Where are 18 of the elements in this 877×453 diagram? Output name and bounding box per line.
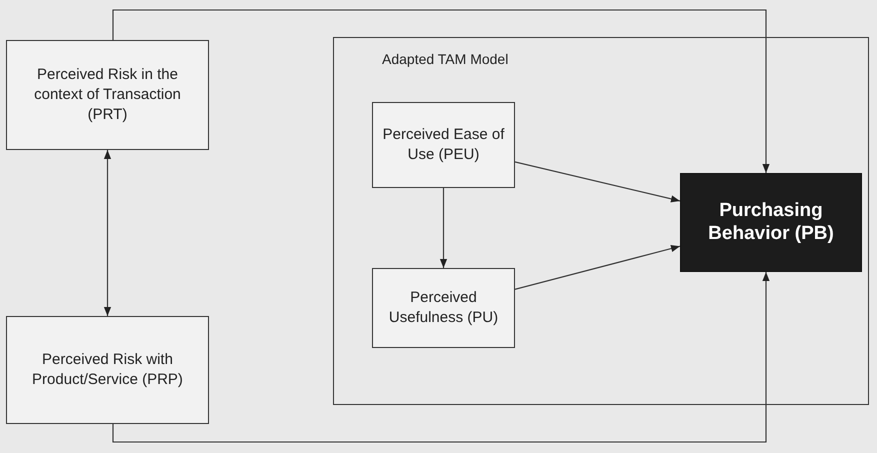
box-label: Perceived Ease of Use (PEU) [382,124,506,165]
concept-box [6,40,209,150]
arrow [104,150,112,316]
construct-box [372,268,515,348]
frame-heading: Adapted TAM Model [382,50,508,69]
arrow [440,188,448,268]
box-label: Perceived Risk in the context of Transaction (PRT) [33,64,182,126]
concept-box [6,316,209,424]
box-label: Purchasing Behavior (PB) [707,200,835,246]
arrow [514,245,680,290]
arrow [514,161,680,202]
arrow [112,272,770,443]
box-label: Perceived Usefulness (PU) [388,288,500,328]
construct-box [372,102,515,188]
model-frame [333,37,869,405]
outcome-box [680,173,862,272]
box-label: Perceived Risk with Product/Service (PRP) [31,350,184,390]
arrow [112,9,770,173]
